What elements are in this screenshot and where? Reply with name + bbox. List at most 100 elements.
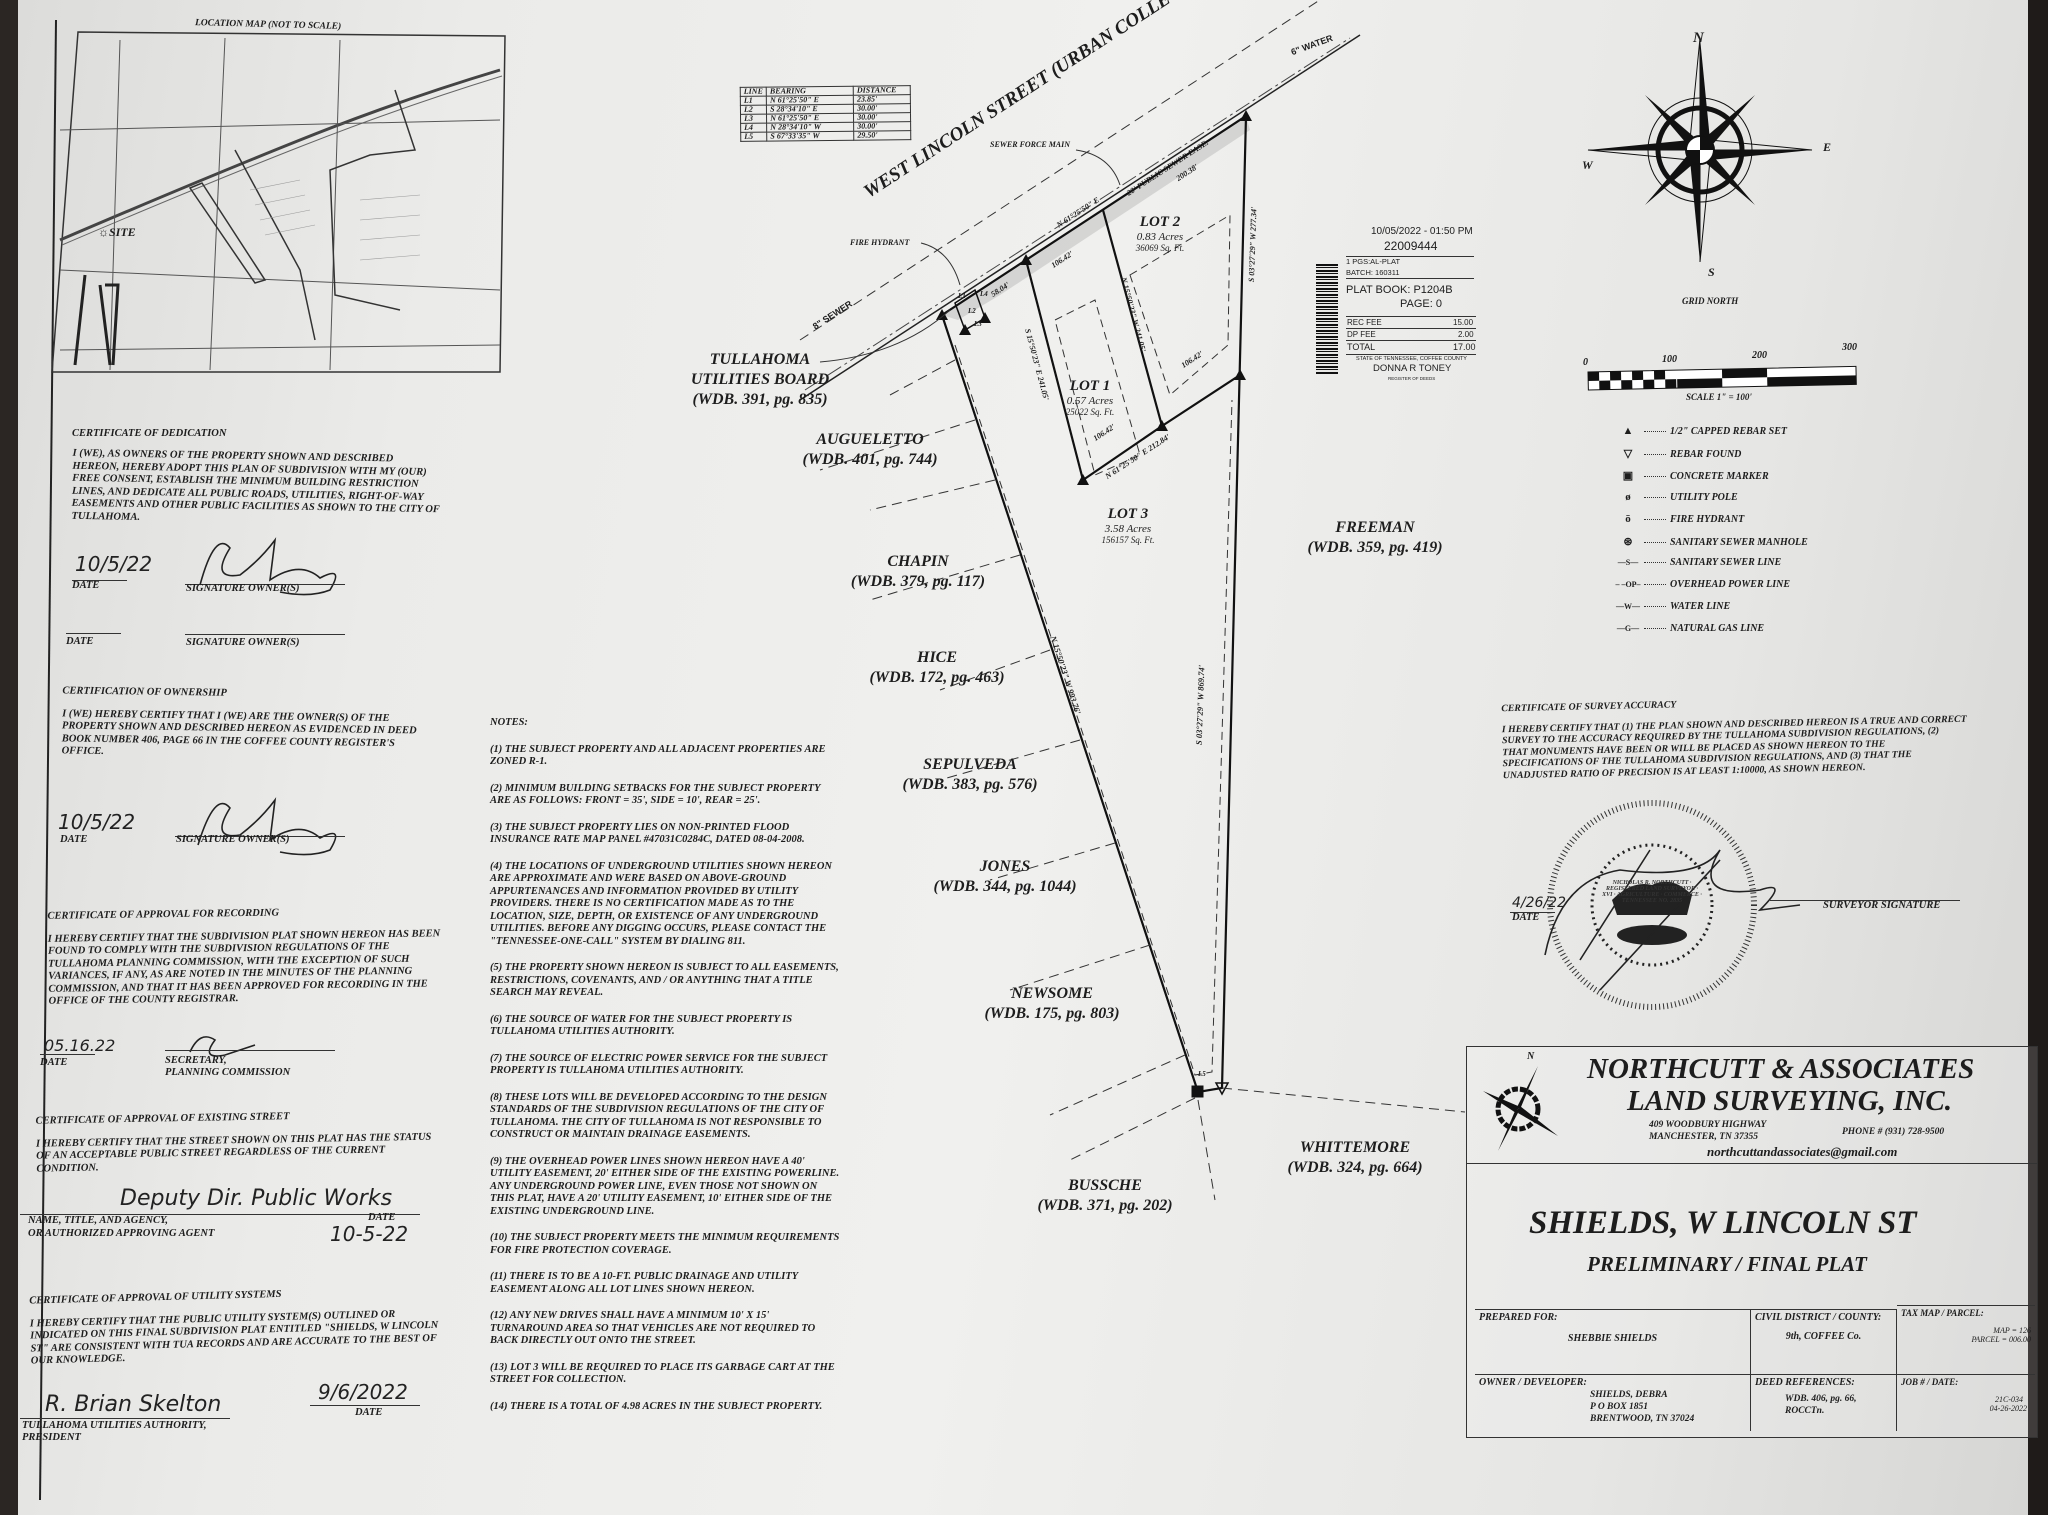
map-value: MAP = 126: [1993, 1326, 2031, 1335]
certification-of-ownership: CERTIFICATION OF OWNERSHIP I (WE) HEREBY…: [62, 685, 433, 763]
company-name-line2: LAND SURVEYING, INC.: [1627, 1085, 1952, 1117]
monument-markers: [936, 110, 1252, 1098]
plat-subtitle: PRELIMINARY / FINAL PLAT: [1587, 1252, 1867, 1276]
recording-stamp: 10/05/2022 - 01:50 PM 22009444 1 PGS:AL-…: [1316, 226, 1516, 398]
scale-tick-300: 300: [1842, 342, 1857, 353]
scale-tick-200: 200: [1752, 350, 1767, 361]
company-email[interactable]: northcuttandassociates@gmail.com: [1707, 1144, 1898, 1159]
secretary-label: SECRETARY,: [165, 1055, 227, 1066]
neighbor-jones: JONES(WDB. 344, pg. 1044): [933, 858, 1077, 895]
l3-label: L3: [974, 320, 982, 328]
stamp-batch: BATCH: 160311: [1346, 268, 1400, 277]
l1-label: L1: [958, 292, 966, 300]
existing-street-body: I HEREBY CERTIFY THAT THE STREET SHOWN O…: [35, 1131, 432, 1175]
compass-w: W: [1582, 158, 1593, 172]
neighbor-whittemore: WHITTEMORE(WDB. 324, pg. 664): [1287, 1139, 1423, 1176]
prepared-for-cell: PREPARED FOR: SHEBBIE SHIELDS: [1475, 1309, 1751, 1374]
note-7: (7) THE SOURCE OF ELECTRIC POWER SERVICE…: [490, 1052, 828, 1077]
civil-district-label: CIVIL DISTRICT / COUNTY:: [1755, 1312, 1882, 1323]
sewer-line-icon: —S—: [1617, 558, 1639, 567]
prepared-for-label: PREPARED FOR:: [1479, 1312, 1558, 1323]
survey-date-label: DATE: [1512, 912, 1540, 923]
ownership-date-label: DATE: [60, 834, 88, 845]
fire-hydrant-label: FIRE HYDRANT: [850, 238, 910, 247]
note-14: (14) THERE IS A TOTAL OF 4.98 ACRES IN T…: [490, 1400, 823, 1412]
plat-sheet: [18, 0, 2028, 1515]
legend-item: ⊛SANITARY SEWER MANHOLE: [1612, 535, 1807, 549]
rec-fee-value: 15.00: [1453, 318, 1474, 327]
site-marker: ☼SITE: [98, 225, 136, 240]
gas-line-icon: —G—: [1616, 624, 1640, 633]
setback-lines: [954, 214, 1233, 1076]
lot-boundaries: [940, 113, 1248, 1094]
rebar-found-icon: ▽: [1623, 448, 1633, 460]
recording-body: I HEREBY CERTIFY THAT THE SUBDIVISION PL…: [47, 927, 441, 1007]
neighbor-bussche: BUSSCHE(WDB. 371, pg. 202): [1037, 1177, 1173, 1214]
stamp-datetime: 10/05/2022 - 01:50 PM: [1371, 226, 1473, 237]
legend-item: ▽REBAR FOUND: [1612, 447, 1742, 461]
company-compass-logo-icon: [1483, 1066, 1558, 1151]
stamp-page: PAGE: 0: [1400, 298, 1442, 310]
l5-label: L5: [1198, 1070, 1206, 1078]
sewer-force-main-label: SEWER FORCE MAIN: [990, 140, 1071, 149]
signatures: [189, 537, 1801, 1057]
civil-district-value: 9th, COFFEE Co.: [1785, 1331, 1862, 1342]
job-date: 04-26-2022: [1989, 1404, 2027, 1413]
note-5: (5) THE PROPERTY SHOWN HEREON IS SUBJECT…: [490, 962, 839, 998]
certificate-of-approval-for-recording: CERTIFICATE OF APPROVAL FOR RECORDING I …: [47, 905, 448, 1008]
north-arrow-icon: [1587, 37, 1813, 263]
manhole-icon: ⊛: [1623, 536, 1633, 548]
power-line-icon: – –OP–: [1615, 580, 1641, 589]
utility-date-label: DATE: [355, 1407, 383, 1418]
sun-icon: ☼: [98, 225, 109, 239]
utility-date-handwritten: 9/6/2022: [318, 1380, 408, 1404]
barcode: [1316, 264, 1338, 374]
total-value: 17.00: [1453, 342, 1476, 352]
neighbor-newsome: NEWSOME(WDB. 175, pg. 803): [984, 985, 1120, 1022]
water-line-icon: —W—: [1616, 602, 1640, 611]
grid-north-caption: GRID NORTH: [1682, 296, 1739, 306]
total-label: TOTAL: [1347, 342, 1376, 352]
surveyor-seal: [1547, 800, 1757, 1010]
notes-title: NOTES:: [490, 717, 528, 728]
stamp-county: STATE OF TENNESSEE, COFFEE COUNTY: [1356, 356, 1467, 362]
sheet-border: [39, 19, 57, 1501]
owner-line: BRENTWOOD, TN 37024: [1590, 1414, 1695, 1424]
parcel-value: PARCEL = 006.00: [1971, 1335, 2031, 1344]
location-map: [51, 31, 506, 373]
owner-cell: OWNER / DEVELOPER: SHIELDS, DEBRA P O BO…: [1475, 1374, 1751, 1431]
note-4: (4) THE LOCATIONS OF UNDERGROUND UTILITI…: [490, 860, 832, 947]
existing-street-date-handwritten: 10-5-22: [330, 1222, 409, 1246]
note-1: (1) THE SUBJECT PROPERTY AND ALL ADJACEN…: [490, 743, 826, 768]
legend-item: ▣CONCRETE MARKER: [1612, 469, 1769, 483]
recording-date-label: DATE: [40, 1057, 68, 1068]
certificate-of-dedication: CERTIFICATE OF DEDICATION I (WE), AS OWN…: [71, 428, 442, 526]
stamp-register-title: REGISTER OF DEEDS: [1388, 376, 1436, 381]
legend-item: —G—NATURAL GAS LINE: [1612, 623, 1764, 637]
dedication-body: I (WE), AS OWNERS OF THE PROPERTY SHOWN …: [71, 447, 440, 522]
legend-item: —S—SANITARY SEWER LINE: [1612, 557, 1781, 571]
neighbor-freeman: FREEMAN(WDB. 359, pg. 419): [1307, 519, 1443, 556]
survey-cert-body: I HEREBY CERTIFY THAT (1) THE PLAN SHOWN…: [1501, 713, 1967, 781]
title-block: N NORTHCUTT & ASSOCIATES LAND SURVEYING,…: [1466, 1046, 2038, 1438]
certificate-of-approval-utility-systems: CERTIFICATE OF APPROVAL OF UTILITY SYSTE…: [29, 1285, 451, 1368]
stamp-pages: 1 PGS:AL-PLAT: [1346, 257, 1401, 266]
civil-district-cell: CIVIL DISTRICT / COUNTY: 9th, COFFEE Co.: [1751, 1309, 1897, 1374]
stamp-plat-book: PLAT BOOK: P1204B: [1346, 284, 1453, 296]
stamp-number: 22009444: [1384, 239, 1438, 253]
company-address2: MANCHESTER, TN 37355: [1649, 1132, 1759, 1142]
scale-tick-100: 100: [1662, 354, 1677, 365]
rebar-set-icon: ▲: [1622, 425, 1634, 437]
company-name-line1: NORTHCUTT & ASSOCIATES: [1587, 1053, 1975, 1085]
prepared-for-value: SHEBBIE SHIELDS: [1567, 1333, 1658, 1344]
logo-north-label: N: [1527, 1051, 1535, 1062]
background-edge: [2028, 0, 2048, 1515]
deed-line: ROCCTn.: [1785, 1406, 1825, 1416]
stamp-register: DONNA R TONEY: [1373, 363, 1452, 374]
compass-e: E: [1823, 140, 1832, 154]
survey-date-handwritten: 4/26/22: [1512, 895, 1566, 911]
note-6: (6) THE SOURCE OF WATER FOR THE SUBJECT …: [490, 1013, 793, 1038]
